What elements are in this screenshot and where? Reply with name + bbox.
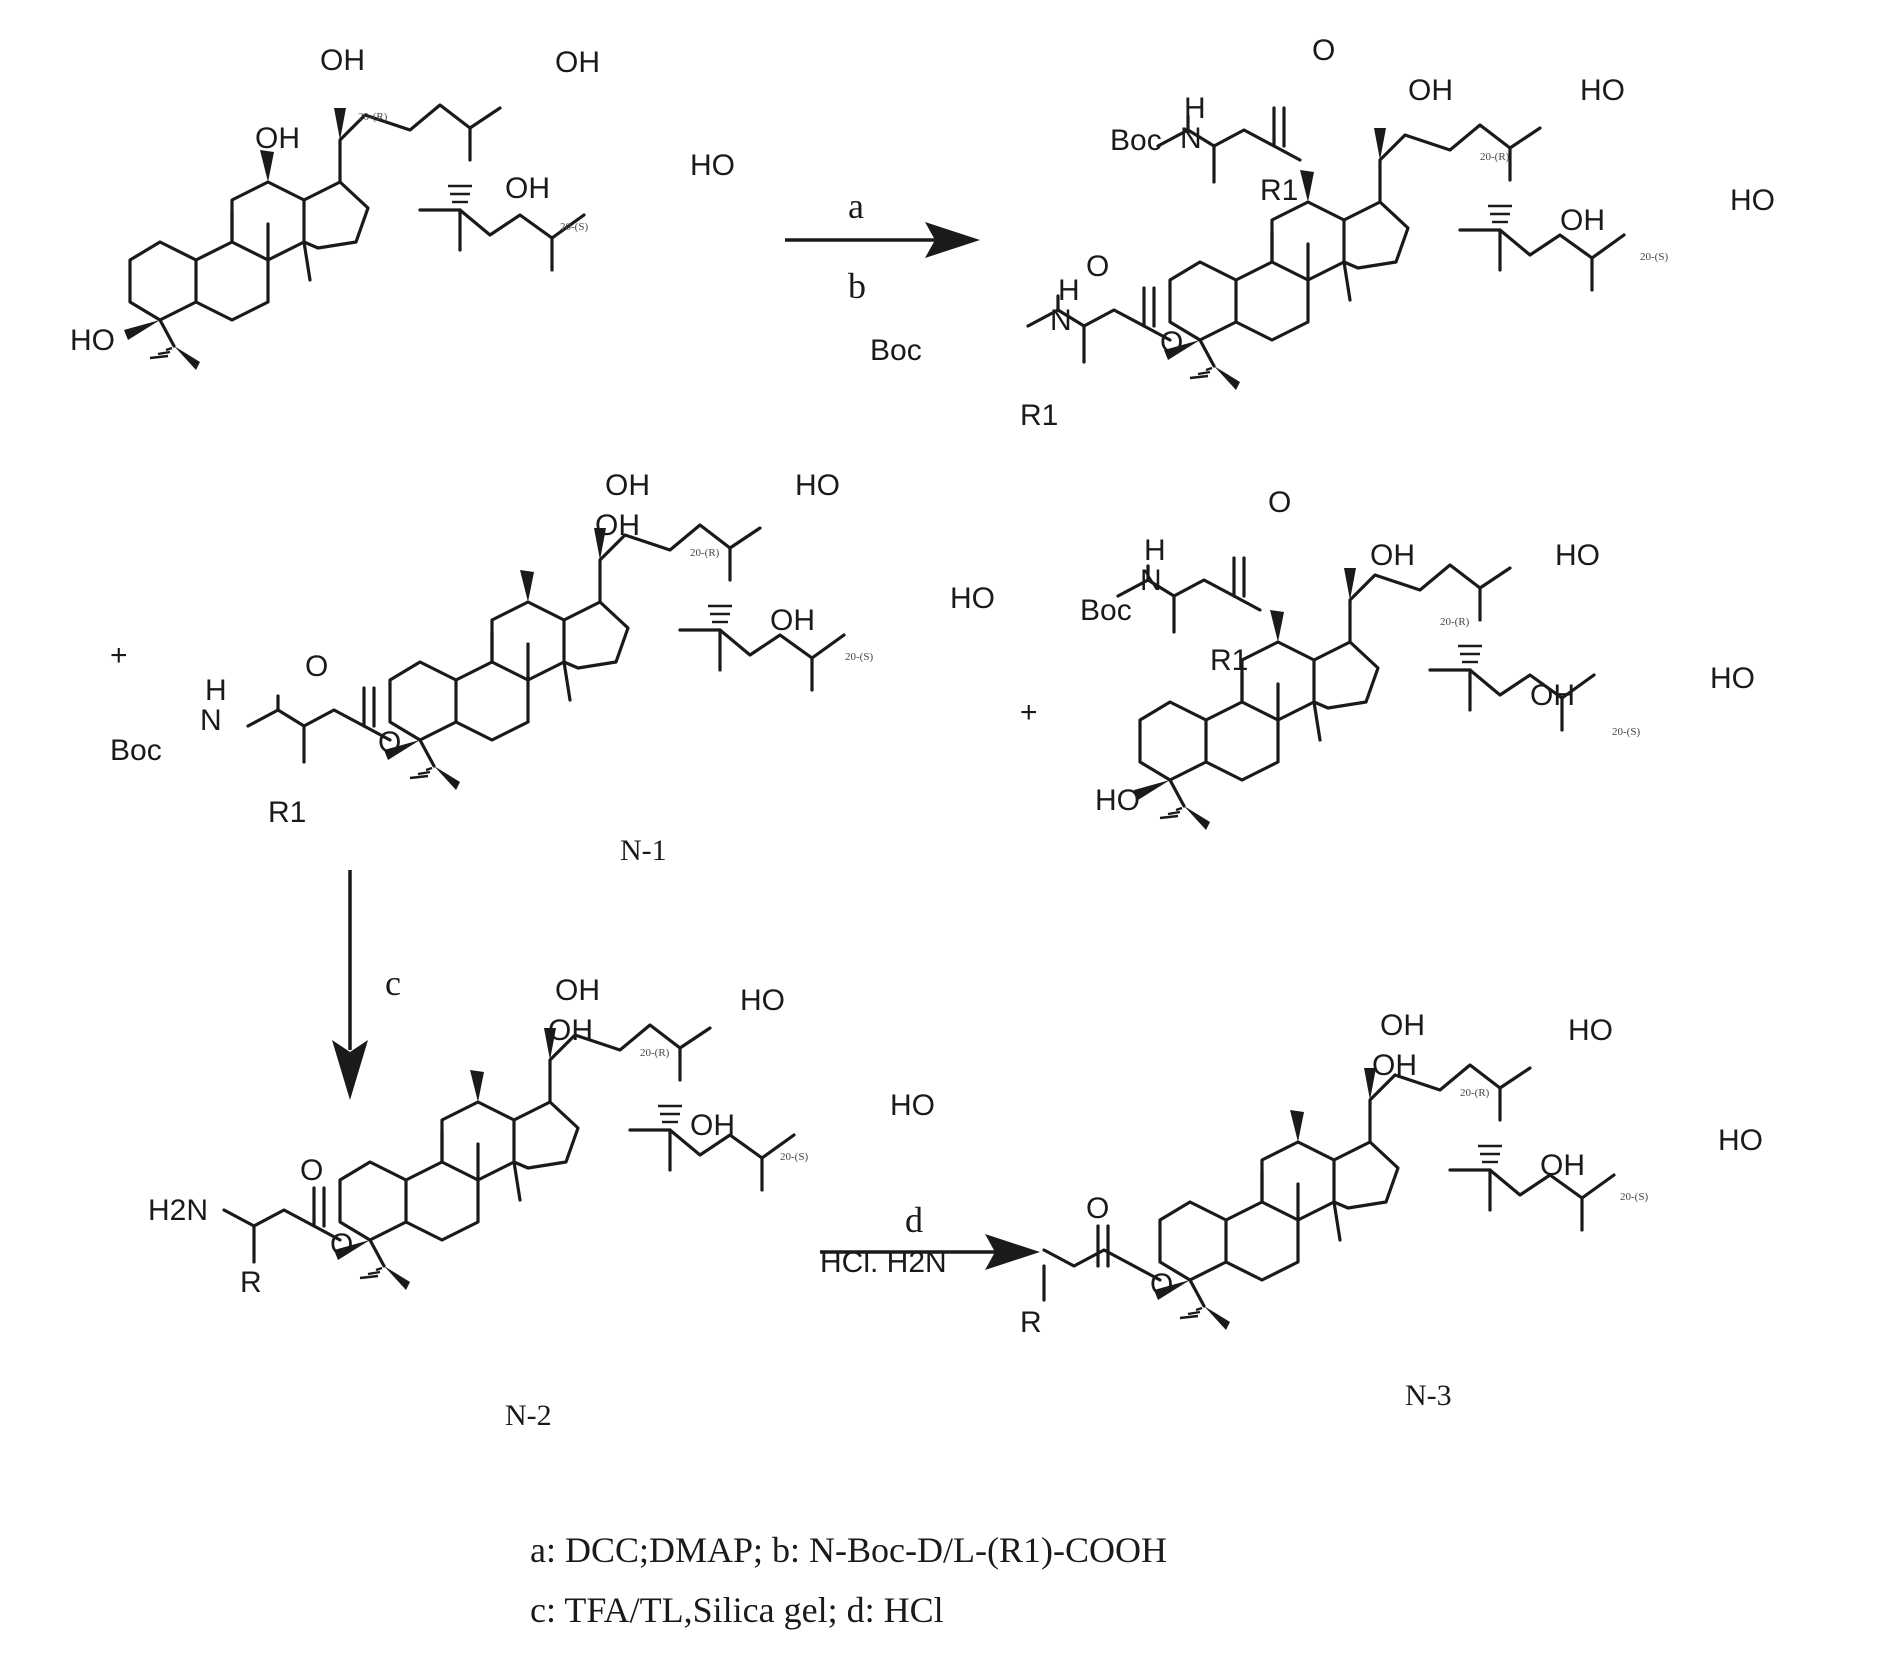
stereo-20r-label: 20-(R): [690, 547, 720, 559]
amine-n-label: N: [1140, 564, 1162, 597]
amine-label: H2N: [148, 1194, 208, 1227]
c25-hydroxyl-label: HO: [1580, 74, 1625, 107]
c3-hydroxyl-label: HO: [1095, 784, 1140, 817]
r1-label: R1: [1210, 644, 1248, 677]
c25s-hydroxyl-label: HO: [1710, 662, 1755, 695]
boc-label: Boc: [1080, 594, 1132, 627]
plus-sign-right: +: [1020, 696, 1038, 729]
c20-hydroxyl-label: OH: [1370, 539, 1415, 572]
c25s-hydroxyl-label: HO: [1718, 1124, 1763, 1157]
r1-label: R1: [1020, 399, 1058, 432]
stereo-20r-label: 20-(R): [1460, 1087, 1490, 1099]
stereo-20s-label: 20-(S): [1612, 726, 1640, 738]
reaction-arrow-c: c: [332, 870, 401, 1100]
c25-hydroxyl-label: HO: [1555, 539, 1600, 572]
amine-hcl-label: HCl. H2N: [820, 1246, 947, 1279]
c20s-hydroxyl-label: OH: [1560, 204, 1605, 237]
r1-label: R1: [268, 796, 306, 829]
reaction-arrow-ab: a b: [785, 186, 980, 306]
c12-hydroxyl-label: OH: [255, 122, 300, 155]
c20-hydroxyl-label: OH: [1408, 74, 1453, 107]
starting-material: HO OH OH OH OH HO 20-(R) 20-(S): [70, 44, 735, 370]
stereo-20r-label: 20-(R): [1440, 616, 1470, 628]
conditions-line-1: a: DCC;DMAP; b: N-Boc-D/L-(R1)-COOH: [530, 1520, 1167, 1580]
c20-hydroxyl-label: OH: [555, 974, 600, 1007]
stereo-20r-label: 20-(R): [358, 111, 388, 123]
carbonyl-o-label: O: [1268, 486, 1291, 519]
conditions-line-2: c: TFA/TL,Silica gel; d: HCl: [530, 1580, 1167, 1640]
c12-hydroxyl-label: OH: [1372, 1049, 1417, 1082]
step-d-label: d: [905, 1200, 923, 1240]
c25s-hydroxyl-label: HO: [690, 149, 735, 182]
c25s-hydroxyl-label: HO: [890, 1089, 935, 1122]
carbonyl-o-label: O: [300, 1154, 323, 1187]
c20-hydroxyl-label: OH: [1380, 1009, 1425, 1042]
compound-n3-label: N-3: [1405, 1379, 1452, 1412]
step-a-label: a: [848, 186, 864, 226]
reaction-scheme: HO OH OH OH OH HO 20-(R) 20-(S) a b O H …: [0, 0, 1898, 1500]
boc-label-2: Boc: [1110, 124, 1162, 157]
c12-hydroxyl-label: OH: [548, 1014, 593, 1047]
monoester-12: HO H N O Boc R1 OH HO OH HO 20-(R) 20-(S…: [1080, 486, 1755, 830]
ester-oxygen-label: O: [1160, 326, 1183, 359]
plus-sign-left: +: [110, 639, 128, 672]
c20-hydroxyl-label: OH: [605, 469, 650, 502]
step-b-label: b: [848, 266, 866, 306]
amide-h-label: H: [1058, 274, 1080, 307]
stereo-20s-label: 20-(S): [845, 651, 873, 663]
stereo-20s-label: 20-(S): [1640, 251, 1668, 263]
c3-hydroxyl-label: HO: [70, 324, 115, 357]
c25s-hydroxyl-label: HO: [1730, 184, 1775, 217]
amide-h-label-2: H: [1184, 92, 1206, 125]
amine-n-label-2: N: [1180, 122, 1202, 155]
amide-h-label: H: [1144, 534, 1166, 567]
c20-hydroxyl-label: OH: [320, 44, 365, 77]
stereo-20s-label: 20-(S): [780, 1151, 808, 1163]
stereo-20s-label: 20-(S): [560, 221, 588, 233]
c25-hydroxyl-label: HO: [740, 984, 785, 1017]
stereo-20r-label: 20-(R): [1480, 151, 1510, 163]
r1-label-2: R1: [1260, 174, 1298, 207]
carbonyl-o-label: O: [1086, 1192, 1109, 1225]
ester-oxygen-label: O: [378, 726, 401, 759]
amine-n-label: N: [200, 704, 222, 737]
ester-oxygen-label: O: [1150, 1268, 1173, 1301]
c12-hydroxyl-label: OH: [595, 509, 640, 542]
c25-hydroxyl-label: HO: [795, 469, 840, 502]
compound-n2-label: N-2: [505, 1399, 552, 1432]
compound-n1-label: N-1: [620, 834, 667, 867]
step-c-label: c: [385, 963, 401, 1003]
c20s-hydroxyl-label: OH: [690, 1109, 735, 1142]
ester-oxygen-label: O: [330, 1228, 353, 1261]
reaction-conditions: a: DCC;DMAP; b: N-Boc-D/L-(R1)-COOH c: T…: [530, 1520, 1167, 1640]
compound-n2: O O H2N R OH OH HO OH HO 20-(R) 20-(S) N…: [148, 974, 935, 1432]
c20s-hydroxyl-label: OH: [770, 604, 815, 637]
carbonyl-o-label: O: [1086, 250, 1109, 283]
carbonyl-o-label-2: O: [1312, 34, 1335, 67]
compound-n3: O O HCl. H2N R OH OH HO OH HO 20-(R) 20-…: [820, 1009, 1763, 1412]
compound-n1: + O H N O Boc R1 OH OH HO OH HO 20-(R) 2…: [110, 469, 1038, 867]
boc-label: Boc: [870, 334, 922, 367]
c25s-hydroxyl-label: HO: [950, 582, 995, 615]
r-label: R: [1020, 1306, 1042, 1339]
diester-product: O H N O Boc R1 H N O Boc R1 OH HO OH HO …: [870, 34, 1775, 432]
carbonyl-o-label: O: [305, 650, 328, 683]
c20s-hydroxyl-label: OH: [1540, 1149, 1585, 1182]
c20s-hydroxyl-label: OH: [1530, 679, 1575, 712]
boc-label: Boc: [110, 734, 162, 767]
c20s-hydroxyl-label: OH: [505, 172, 550, 205]
stereo-20r-label: 20-(R): [640, 1047, 670, 1059]
amine-n-label: N: [1050, 304, 1072, 337]
stereo-20s-label: 20-(S): [1620, 1191, 1648, 1203]
amide-h-label: H: [205, 674, 227, 707]
c25-hydroxyl-label: HO: [1568, 1014, 1613, 1047]
c25-hydroxyl-label: OH: [555, 46, 600, 79]
r-label: R: [240, 1266, 262, 1299]
